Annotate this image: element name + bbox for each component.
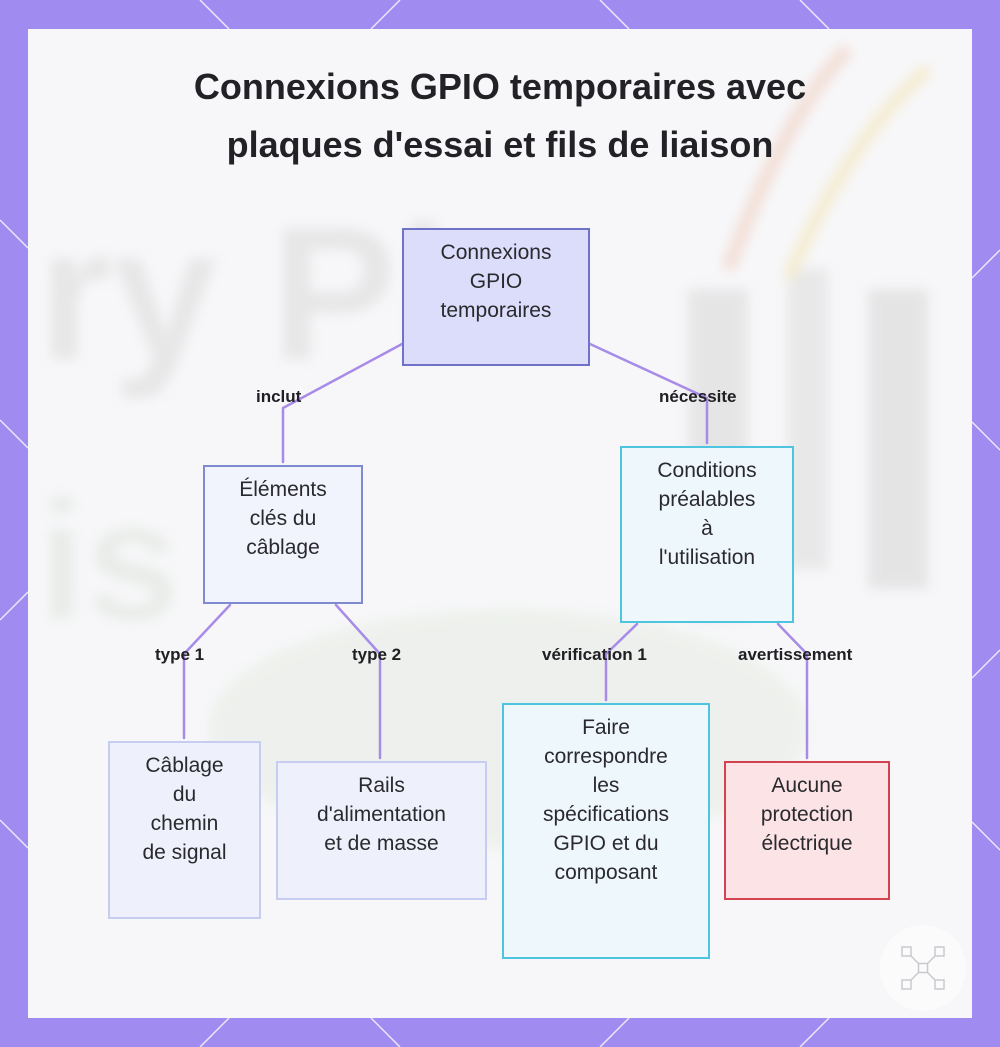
svg-text:ry Pi: ry Pi xyxy=(38,188,450,400)
node-connexions-gpio: Connexions GPIO temporaires xyxy=(402,228,590,366)
diagram-title: Connexions GPIO temporaires avec plaques… xyxy=(0,58,1000,174)
title-line-2: plaques d'essai et fils de liaison xyxy=(226,124,774,165)
edge-verification1 xyxy=(604,622,639,702)
edge-necessite xyxy=(588,342,709,445)
edge-avertissement xyxy=(776,622,809,760)
svg-text:is: is xyxy=(38,466,180,656)
network-logo-icon xyxy=(880,925,966,1011)
node-conditions-prealables: Conditions préalables à l'utilisation xyxy=(620,446,794,623)
edge-label-avertissement: avertissement xyxy=(738,645,853,664)
node-aucune-protection: Aucune protection électrique xyxy=(724,761,890,900)
edge-label-type1: type 1 xyxy=(155,645,205,664)
edge-inclut xyxy=(281,342,404,464)
edge-type1 xyxy=(182,603,232,740)
node-rails-alimentation: Rails d'alimentation et de masse xyxy=(276,761,487,900)
node-elements-cles: Éléments clés du câblage xyxy=(203,465,363,604)
edge-label-inclut: inclut xyxy=(256,387,302,406)
edge-label-verification1: vérification 1 xyxy=(542,645,647,664)
node-cablage-signal: Câblage du chemin de signal xyxy=(108,741,261,919)
edge-type2 xyxy=(334,603,382,760)
edge-label-necessite: nécessite xyxy=(659,387,737,406)
node-faire-correspondre: Faire correspondre les spécifications GP… xyxy=(502,703,710,959)
title-line-1: Connexions GPIO temporaires avec xyxy=(193,66,807,107)
edge-label-type2: type 2 xyxy=(352,645,402,664)
